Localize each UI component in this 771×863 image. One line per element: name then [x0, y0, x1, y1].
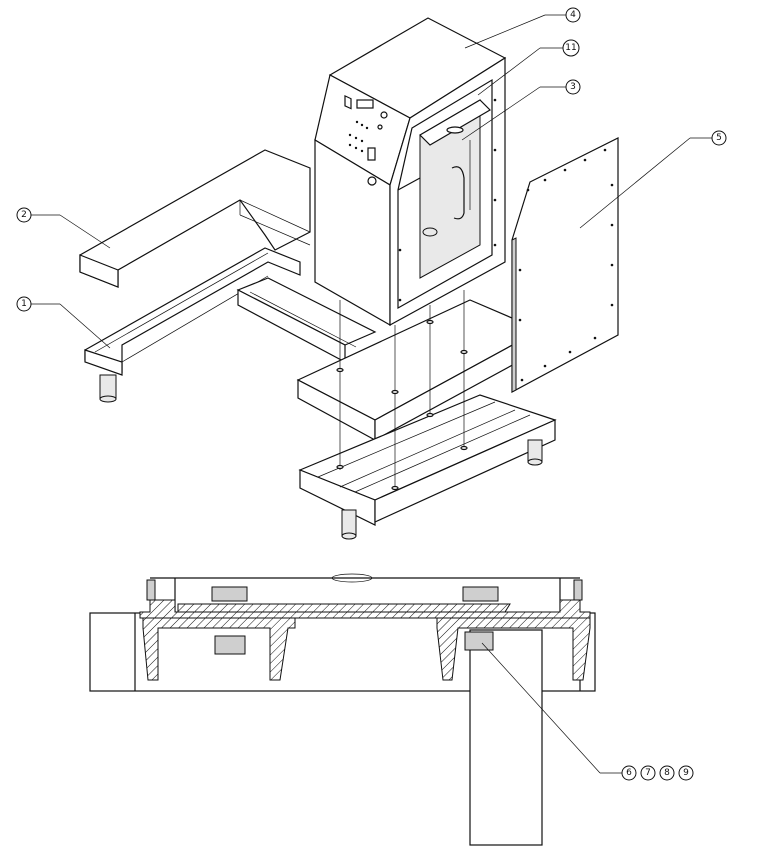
base-frame [298, 394, 557, 540]
rear-beam [79, 149, 311, 288]
bolt-axis-lines [336, 290, 468, 491]
callout-4: 4 [565, 7, 581, 23]
leader-lines [30, 14, 712, 774]
callout-2: 2 [16, 207, 32, 223]
callout-5: 5 [711, 130, 727, 146]
callout-3: 3 [565, 79, 581, 95]
callout-label-3: 3 [570, 82, 576, 92]
callout-label-11: 11 [565, 43, 576, 53]
callout-6: 6 [621, 765, 637, 781]
callout-label-1: 1 [21, 299, 27, 309]
callout-1: 1 [16, 296, 32, 312]
callout-label-9: 9 [683, 768, 689, 778]
callout-label-2: 2 [21, 210, 27, 220]
callout-7: 7 [640, 765, 656, 781]
callout-label-5: 5 [716, 133, 722, 143]
front-beam [84, 247, 301, 403]
callout-9: 9 [678, 765, 694, 781]
section-view [89, 573, 596, 846]
callout-11: 11 [562, 39, 580, 57]
callout-8: 8 [659, 765, 675, 781]
cabinet [314, 17, 507, 327]
callout-label-7: 7 [645, 768, 651, 778]
control-buttons [348, 120, 369, 153]
callout-label-6: 6 [626, 768, 632, 778]
door-panel [511, 137, 619, 394]
door-screws [518, 148, 614, 382]
callout-label-4: 4 [570, 10, 576, 20]
support-plate [296, 299, 542, 442]
callout-label-8: 8 [664, 768, 670, 778]
